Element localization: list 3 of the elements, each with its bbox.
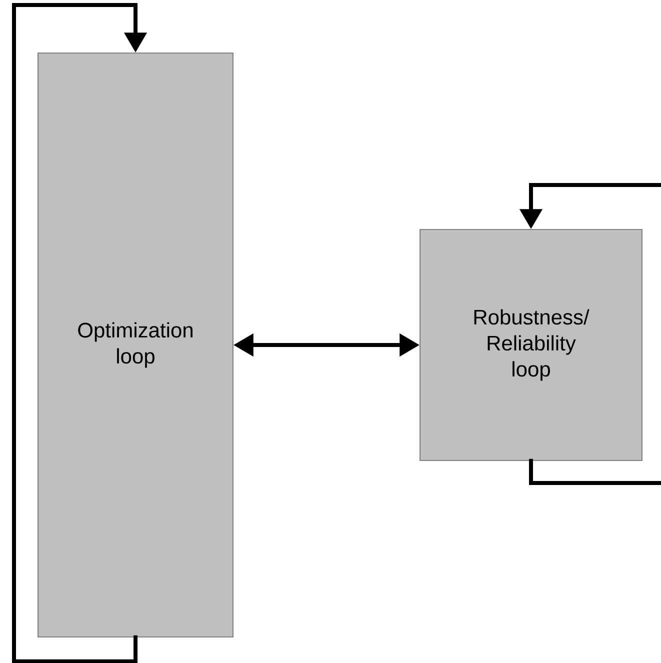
process-box: Robustness/ Reliability loop [420, 229, 642, 461]
process-box: Optimization loop [38, 52, 234, 638]
loop-arrow [12, 3, 148, 663]
